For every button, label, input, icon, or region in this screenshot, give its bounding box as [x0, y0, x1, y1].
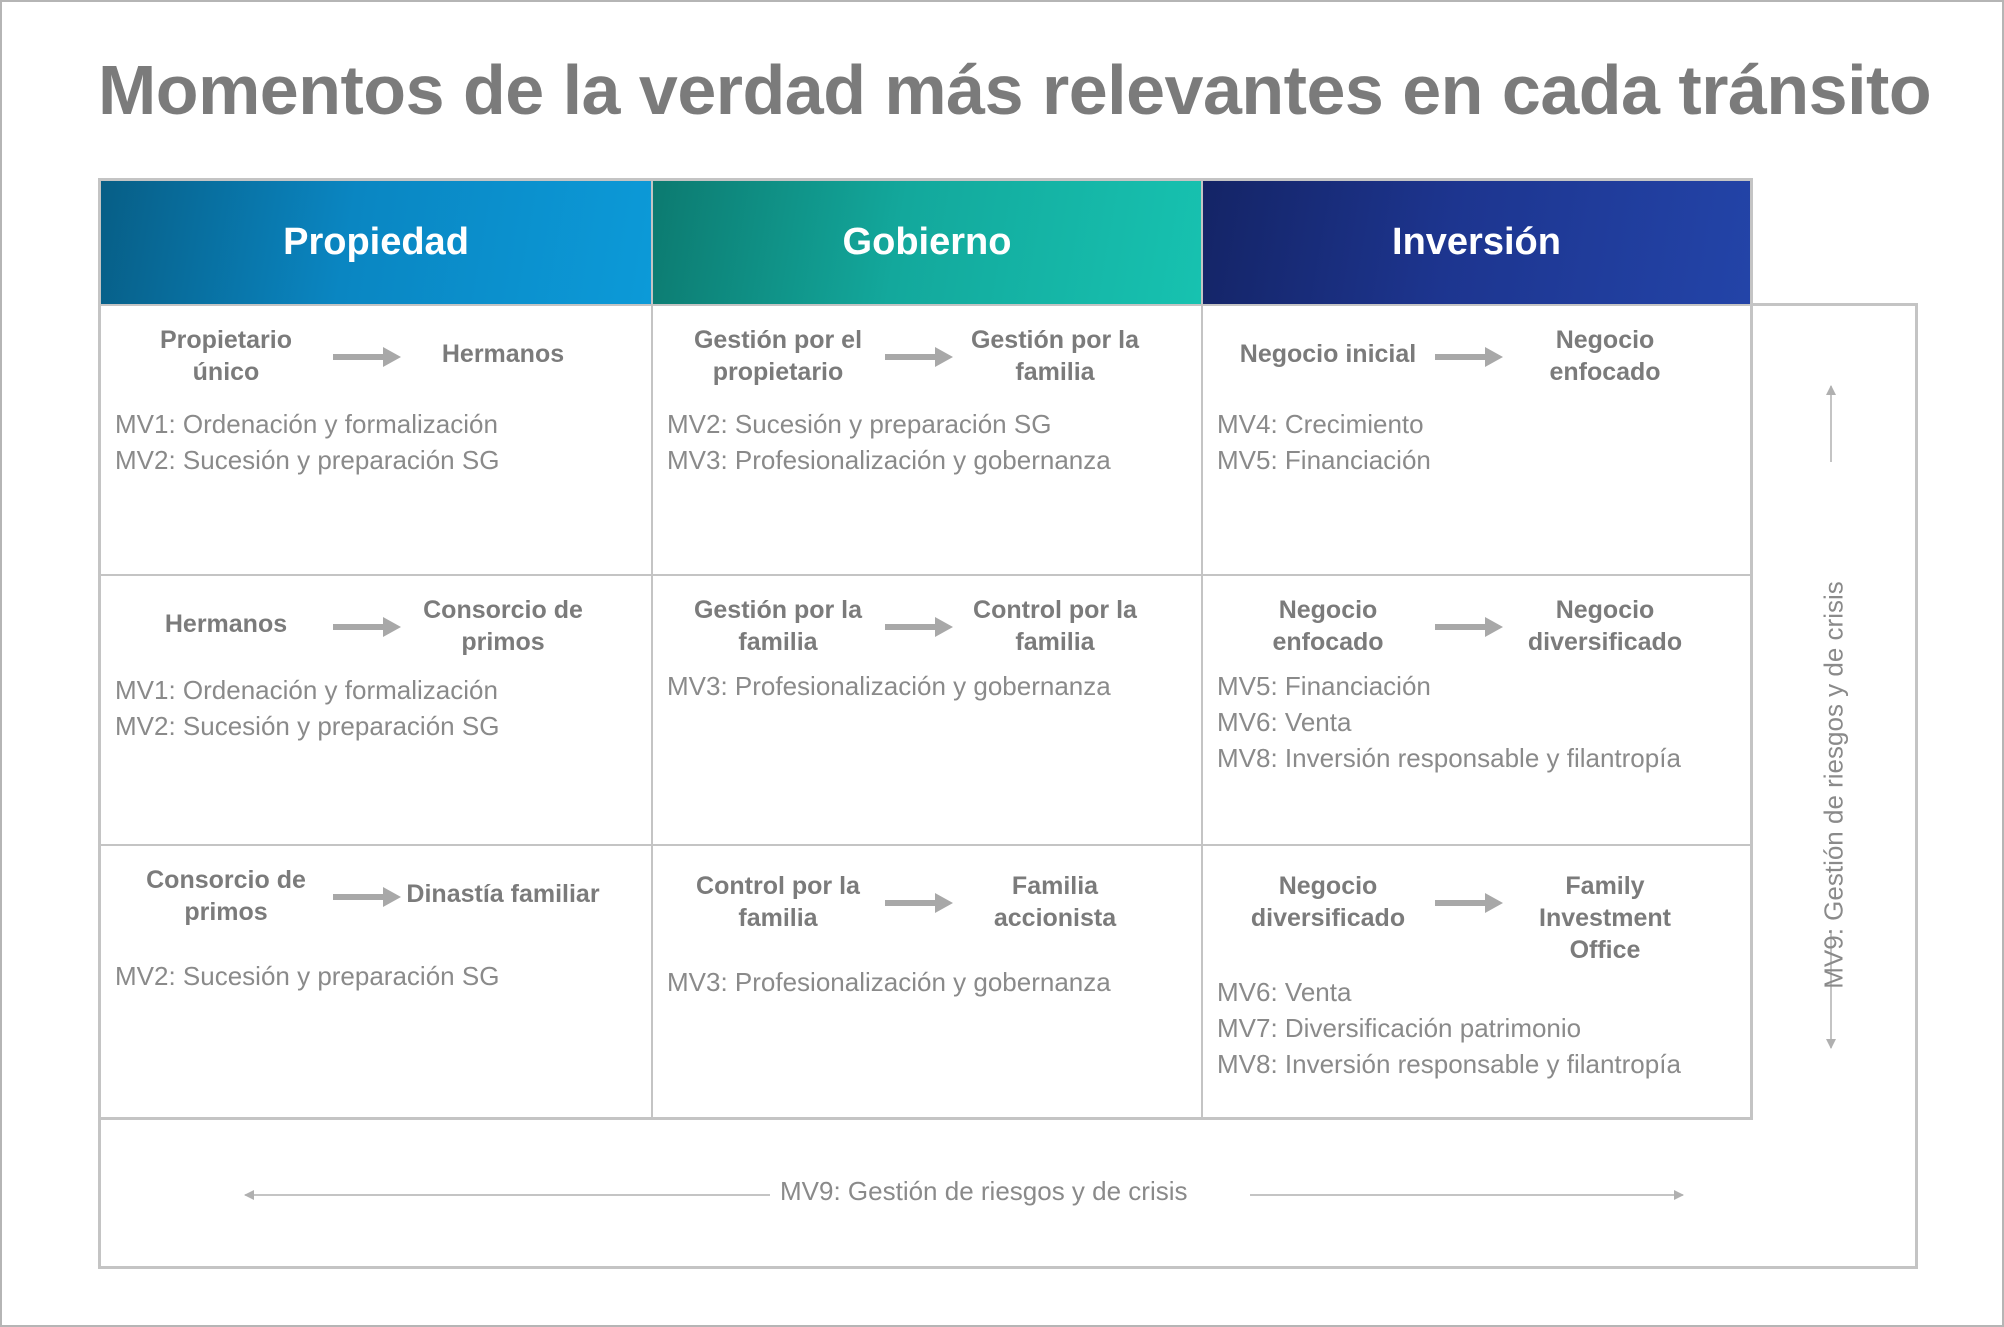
transition-arrow-icon: [333, 617, 401, 637]
column-divider: [651, 181, 653, 1117]
stage-to: Dinastía familiar: [406, 880, 600, 908]
mv-item: MV8: Inversión responsable y filantropía: [1217, 743, 1681, 773]
row-divider: [101, 844, 1750, 846]
transition-cell: Control por la familia Familia accionista…: [653, 846, 1201, 1114]
mv-list: MV3: Profesionalización y gobernanza: [667, 964, 1197, 1000]
stage-from: Propietario único: [160, 326, 292, 386]
stage-from: Negocio enfocado: [1272, 596, 1384, 656]
stage-to: Negocio enfocado: [1549, 326, 1661, 386]
mv-item: MV1: Ordenación y formalización: [115, 409, 498, 439]
stage-from: Negocio inicial: [1239, 340, 1417, 368]
transition-arrow-icon: [333, 887, 401, 907]
stage-to: Family Investment Office: [1539, 872, 1671, 964]
stage-to: Familia accionista: [993, 872, 1117, 932]
header-propiedad: Propiedad: [101, 181, 651, 304]
header-inversion: Inversión: [1203, 181, 1750, 304]
stage-to: Control por la familia: [973, 596, 1137, 656]
mv-item: MV6: Venta: [1217, 977, 1352, 1007]
transition-arrow-icon: [333, 347, 401, 367]
mv-item: MV7: Diversificación patrimonio: [1217, 1013, 1582, 1043]
mv-list: MV3: Profesionalización y gobernanza: [667, 668, 1197, 704]
transition-arrow-icon: [885, 893, 953, 913]
column-divider: [1201, 181, 1203, 1117]
stage-from: Gestión por la familia: [693, 596, 863, 656]
stage-to: Hermanos: [441, 340, 565, 368]
mv-item: MV2: Sucesión y preparación SG: [115, 961, 500, 991]
transition-arrow-icon: [885, 617, 953, 637]
transition-arrow-icon: [1435, 893, 1503, 913]
stage-to: Gestión por la familia: [970, 326, 1140, 386]
row-divider: [101, 574, 1750, 576]
stage-from: Hermanos: [164, 610, 288, 638]
transition-grid: Propiedad Gobierno Inversión Propietario…: [98, 178, 1753, 1120]
stage-from: Consorcio de primos: [146, 866, 306, 926]
mv-item: MV5: Financiación: [1217, 445, 1431, 475]
mv-item: MV1: Ordenación y formalización: [115, 675, 498, 705]
mv-item: MV8: Inversión responsable y filantropía: [1217, 1049, 1681, 1079]
page-title: Momentos de la verdad más relevantes en …: [98, 51, 1932, 129]
mv9-horizontal-label: MV9: Gestión de riesgos y de crisis: [780, 1176, 1188, 1206]
mv-item: MV3: Profesionalización y gobernanza: [667, 967, 1111, 997]
stage-to: Consorcio de primos: [423, 596, 583, 656]
stage-from: Gestión por el propietario: [693, 326, 863, 386]
mv9-vertical-label: MV9: Gestión de riesgos y de crisis: [1818, 581, 1849, 989]
transition-cell: Gestión por el propietario Gestión por la…: [653, 306, 1201, 574]
mv-item: MV6: Venta: [1217, 707, 1352, 737]
transition-cell: Gestión por la familia Control por la fam…: [653, 576, 1201, 844]
mv-item: MV3: Profesionalización y gobernanza: [667, 445, 1111, 475]
transition-arrow-icon: [1435, 347, 1503, 367]
stage-from: Negocio diversificado: [1250, 872, 1406, 932]
mv-item: MV2: Sucesión y preparación SG: [115, 711, 500, 741]
stage-from: Control por la familia: [696, 872, 860, 932]
transition-arrow-icon: [1435, 617, 1503, 637]
row-divider: [101, 304, 1750, 306]
mv-item: MV2: Sucesión y preparación SG: [667, 409, 1052, 439]
mv-list: MV2: Sucesión y preparación SG MV3: Profe…: [667, 406, 1197, 478]
stage-to: Negocio diversificado: [1527, 596, 1683, 656]
transition-arrow-icon: [885, 347, 953, 367]
mv-item: MV4: Crecimiento: [1217, 409, 1424, 439]
header-gobierno: Gobierno: [653, 181, 1201, 304]
transition-cell: Negocio diversificado Family Investment O…: [1203, 846, 1751, 1114]
mv-list: MV2: Sucesión y preparación SG: [115, 958, 645, 994]
mv-item: MV3: Profesionalización y gobernanza: [667, 671, 1111, 701]
mv-item: MV2: Sucesión y preparación SG: [115, 445, 500, 475]
mv-item: MV5: Financiación: [1217, 671, 1431, 701]
